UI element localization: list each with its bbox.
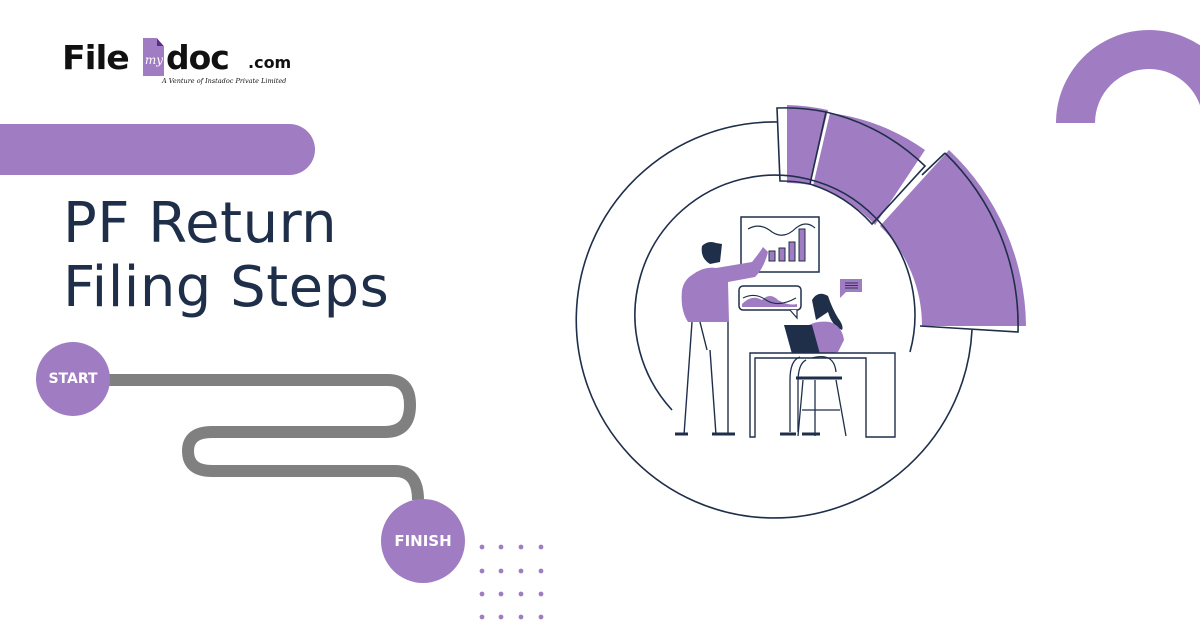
finish-badge: FINISH bbox=[381, 499, 465, 583]
start-badge: START bbox=[36, 342, 110, 416]
document-icon bbox=[143, 38, 164, 76]
title-line-2: Filing Steps bbox=[63, 255, 390, 320]
logo-domain-suffix: .com bbox=[248, 53, 292, 72]
donut-chart-graphic bbox=[575, 105, 1026, 519]
logo-tagline: A Venture of Instadoc Private Limited bbox=[162, 77, 287, 85]
page-title: PF Return Filing Steps bbox=[63, 192, 389, 320]
arch-shape bbox=[1056, 30, 1200, 123]
logo-text-doc: doc bbox=[166, 38, 230, 77]
brand-logo[interactable]: File my doc .com A Venture of Instadoc P… bbox=[62, 36, 307, 90]
dot-grid bbox=[479, 544, 544, 620]
logo-text-my: my bbox=[144, 53, 164, 67]
logo-text-file: File bbox=[62, 38, 130, 77]
roadmap-path bbox=[105, 374, 424, 501]
title-line-1: PF Return bbox=[63, 191, 338, 256]
accent-bar bbox=[0, 124, 315, 175]
